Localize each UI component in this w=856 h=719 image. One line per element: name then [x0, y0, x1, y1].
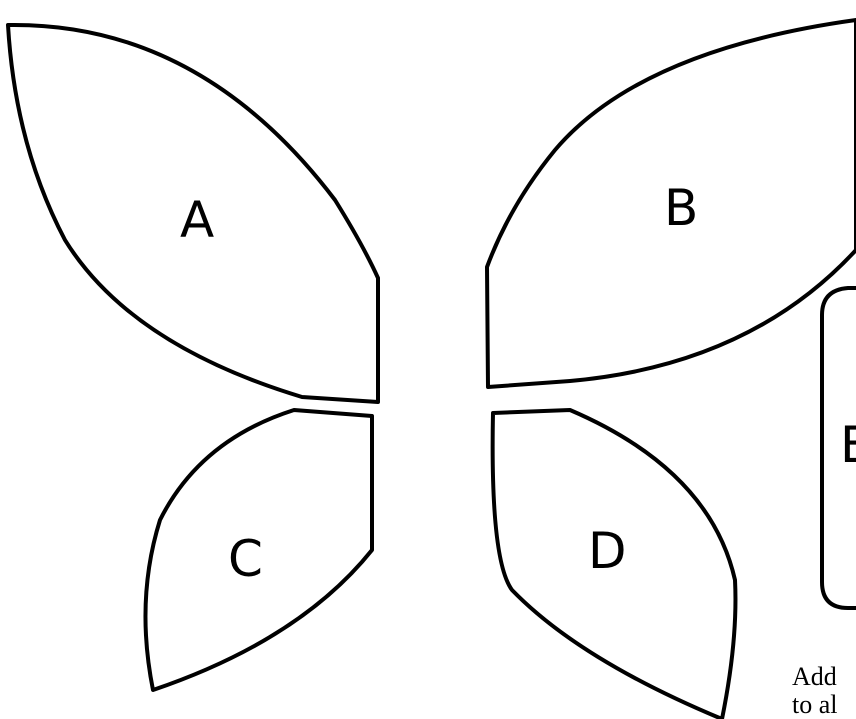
piece-b-label: B: [664, 179, 698, 237]
instruction-line-2: to al: [792, 690, 838, 719]
instruction-note: Add to al: [792, 663, 838, 719]
piece-a: A: [6, 22, 380, 404]
piece-a-shape: [6, 22, 380, 404]
piece-e: E: [820, 286, 856, 610]
instruction-line-1: Add: [792, 662, 837, 691]
piece-e-label: E: [840, 416, 856, 474]
piece-a-label: A: [180, 191, 214, 249]
piece-c-label: C: [228, 530, 263, 588]
piece-c-shape: [143, 408, 374, 692]
piece-b: B: [485, 18, 856, 389]
piece-d: D: [490, 408, 738, 719]
piece-e-shape: [820, 286, 856, 610]
piece-b-shape: [485, 18, 856, 389]
piece-c: C: [143, 408, 374, 692]
piece-d-label: D: [588, 522, 627, 580]
